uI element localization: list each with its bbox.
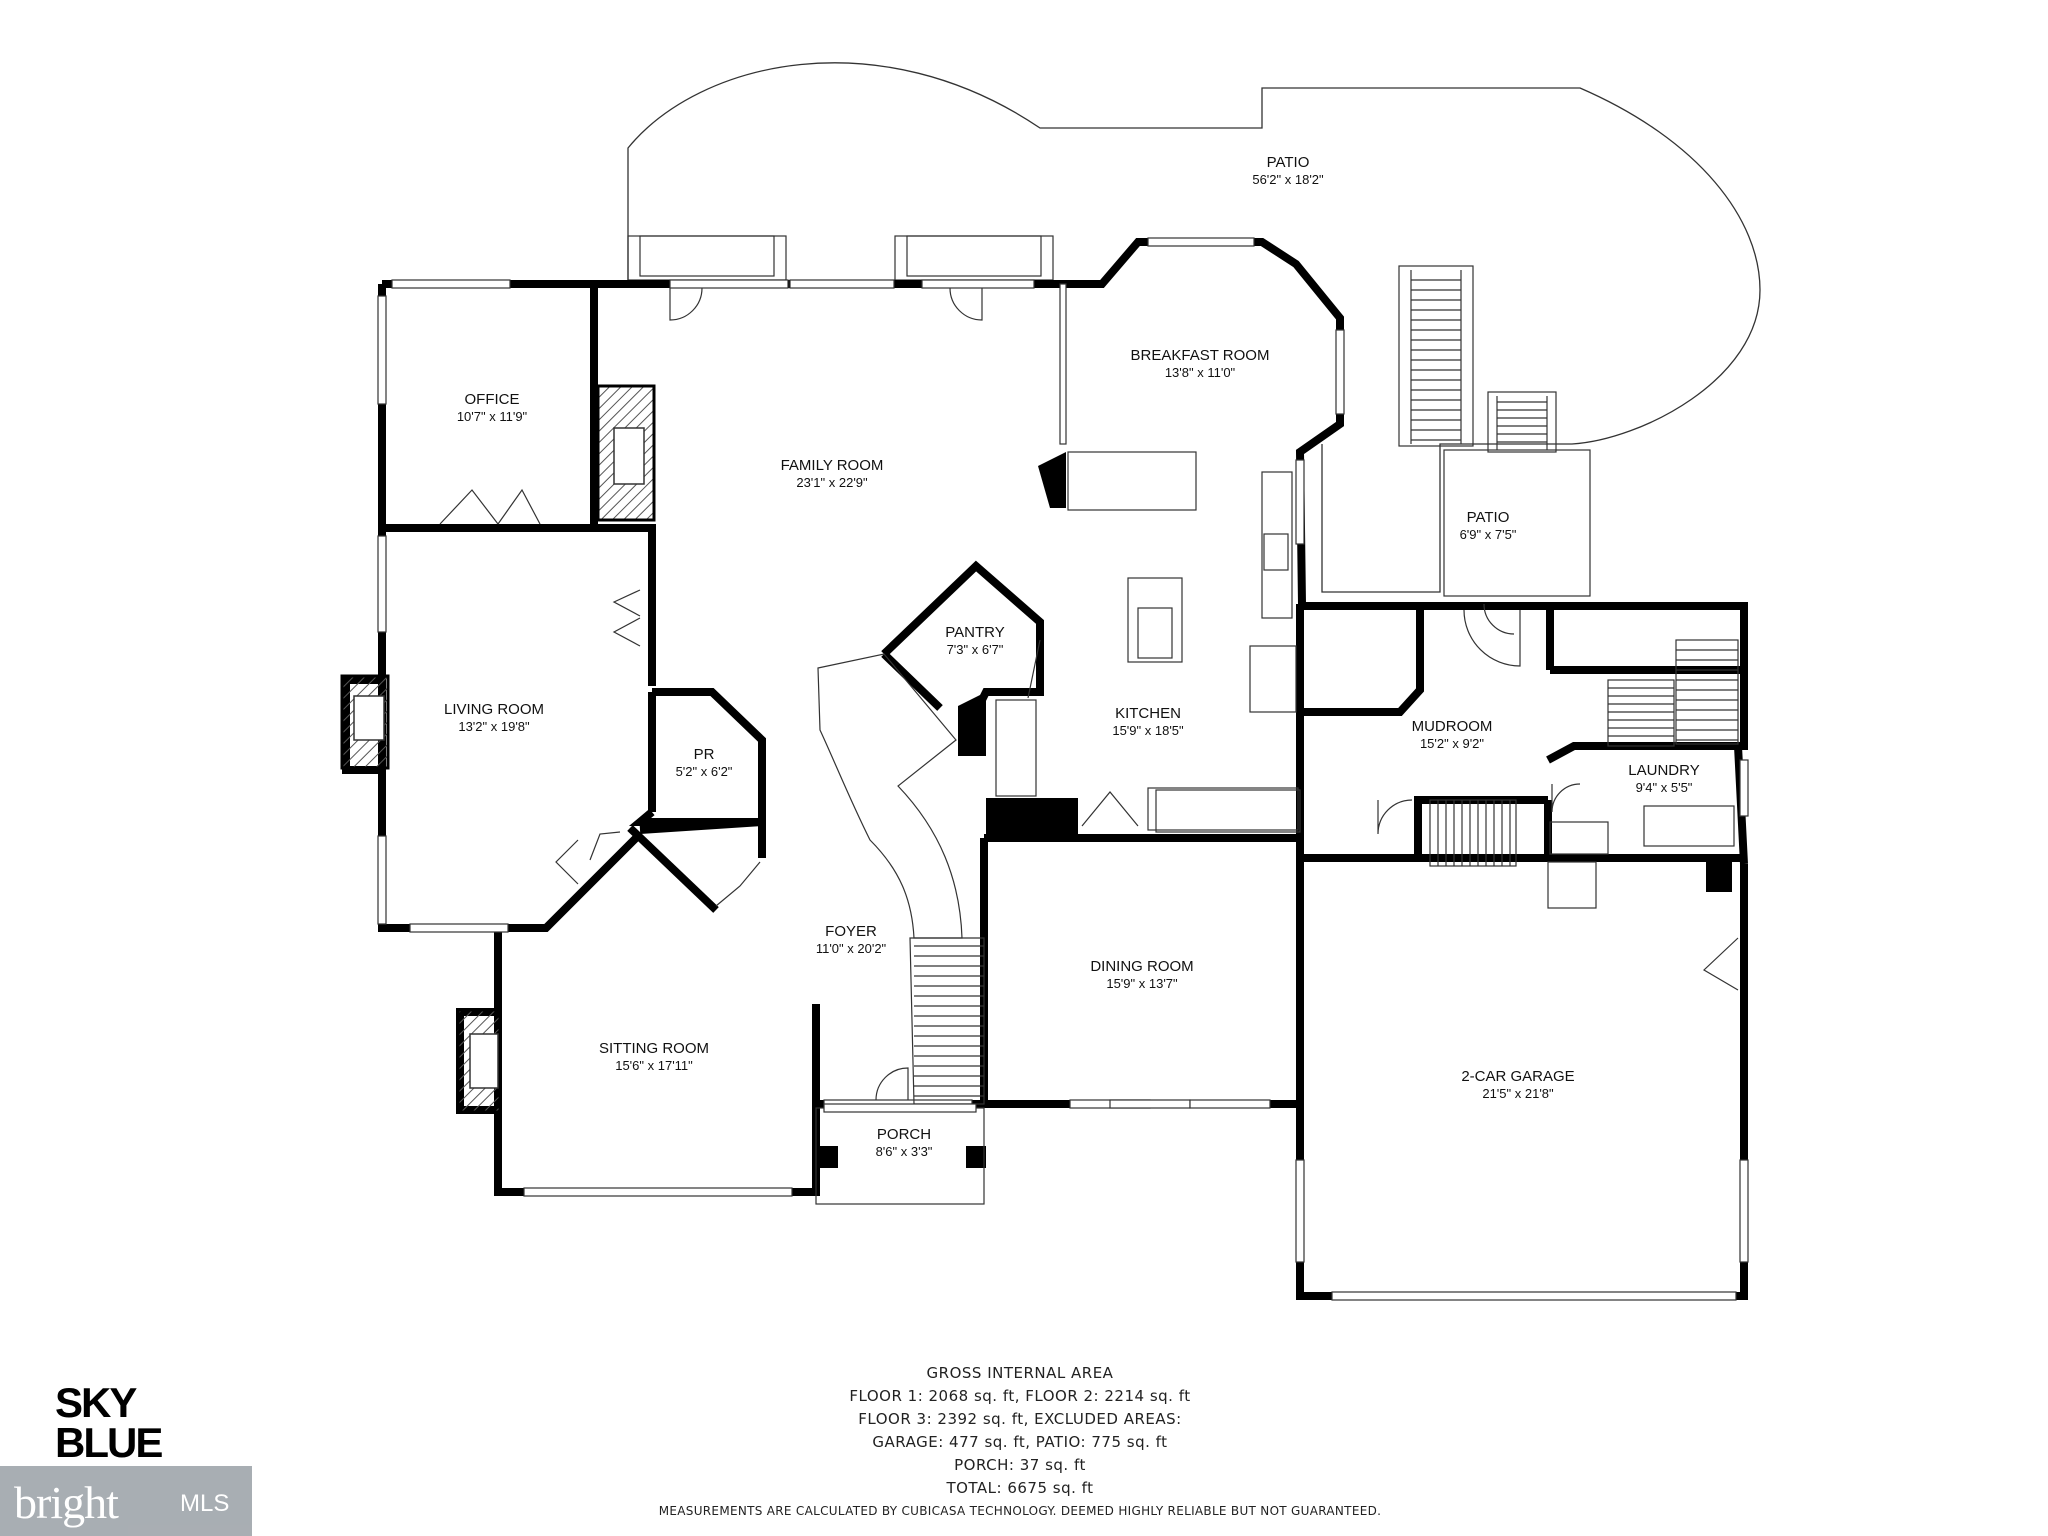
wall-blocks bbox=[818, 452, 1732, 1168]
logo-line-1: SKY bbox=[55, 1379, 137, 1426]
area-line: FLOOR 3: 2392 sq. ft, EXCLUDED AREAS: bbox=[858, 1410, 1182, 1428]
room-name-porch: PORCH bbox=[877, 1126, 931, 1143]
room-name-sitting: SITTING ROOM bbox=[599, 1040, 709, 1057]
room-dim-sitting: 15'6" x 17'11" bbox=[615, 1058, 693, 1073]
room-dim-office: 10'7" x 11'9" bbox=[457, 409, 528, 424]
porch-window bbox=[823, 1103, 977, 1113]
room-name-living: LIVING ROOM bbox=[444, 701, 544, 718]
sky-blue-logo: SKY BLUE bbox=[55, 1379, 163, 1466]
bright-text: bright bbox=[14, 1477, 119, 1528]
room-name-pr: PR bbox=[694, 746, 715, 763]
room-name-patio: PATIO bbox=[1267, 154, 1310, 171]
room-name-kitchen: KITCHEN bbox=[1115, 705, 1181, 722]
room-dim-pantry: 7'3" x 6'7" bbox=[947, 642, 1004, 657]
room-name-mudroom: MUDROOM bbox=[1412, 718, 1493, 735]
room-name-family: FAMILY ROOM bbox=[781, 457, 884, 474]
foyer-stairs bbox=[817, 653, 985, 1105]
room-dim-pr: 5'2" x 6'2" bbox=[676, 764, 733, 779]
room-name-pantry: PANTRY bbox=[945, 624, 1004, 641]
area-summary: GROSS INTERNAL AREA FLOOR 1: 2068 sq. ft… bbox=[520, 1362, 1520, 1520]
room-labels: PATIO 56'2" x 18'2" BREAKFAST ROOM 13'8"… bbox=[444, 154, 1700, 1159]
mls-text: MLS bbox=[180, 1490, 230, 1517]
room-name-patio-small: PATIO bbox=[1467, 509, 1510, 526]
room-name-laundry: LAUNDRY bbox=[1628, 762, 1699, 779]
area-line: GROSS INTERNAL AREA bbox=[926, 1364, 1114, 1382]
logo-line-2: BLUE bbox=[55, 1419, 163, 1466]
room-dim-dining: 15'9" x 13'7" bbox=[1106, 976, 1178, 991]
walls bbox=[342, 238, 1748, 1300]
bay-windows-top bbox=[627, 235, 1054, 281]
area-line: FLOOR 1: 2068 sq. ft, FLOOR 2: 2214 sq. … bbox=[849, 1387, 1191, 1405]
small-patio-outline bbox=[1443, 449, 1591, 597]
room-dim-family: 23'1" x 22'9" bbox=[796, 475, 868, 490]
room-dim-laundry: 9'4" x 5'5" bbox=[1636, 780, 1693, 795]
room-dim-porch: 8'6" x 3'3" bbox=[876, 1144, 933, 1159]
area-line: TOTAL: 6675 sq. ft bbox=[946, 1479, 1094, 1497]
doors bbox=[439, 287, 1739, 1101]
patio-stairs-right bbox=[1487, 391, 1557, 453]
room-dim-garage: 21'5" x 21'8" bbox=[1482, 1086, 1554, 1101]
windows bbox=[377, 237, 1749, 1301]
room-name-breakfast: BREAKFAST ROOM bbox=[1131, 347, 1270, 364]
room-dim-mudroom: 15'2" x 9'2" bbox=[1420, 736, 1484, 751]
disclaimer: MEASUREMENTS ARE CALCULATED BY CUBICASA … bbox=[658, 1504, 1382, 1518]
room-name-foyer: FOYER bbox=[825, 923, 877, 940]
bright-mls-logo: bright MLS bbox=[0, 1466, 252, 1536]
mudroom-stairs bbox=[1429, 639, 1739, 867]
room-dim-kitchen: 15'9" x 18'5" bbox=[1112, 723, 1184, 738]
kitchen-fixtures bbox=[995, 451, 1735, 909]
patio-outline bbox=[627, 62, 1761, 593]
room-name-garage: 2-CAR GARAGE bbox=[1461, 1068, 1574, 1085]
room-name-dining: DINING ROOM bbox=[1090, 958, 1193, 975]
room-dim-patio-small: 6'9" x 7'5" bbox=[1460, 527, 1517, 542]
area-line: GARAGE: 477 sq. ft, PATIO: 775 sq. ft bbox=[872, 1433, 1168, 1451]
room-dim-living: 13'2" x 19'8" bbox=[458, 719, 530, 734]
room-name-office: OFFICE bbox=[465, 391, 520, 408]
room-dim-breakfast: 13'8" x 11'0" bbox=[1165, 365, 1236, 380]
room-dim-patio: 56'2" x 18'2" bbox=[1252, 172, 1324, 187]
patio-stairs-left bbox=[1398, 265, 1474, 447]
fireplaces bbox=[340, 384, 656, 1114]
area-line: PORCH: 37 sq. ft bbox=[954, 1456, 1086, 1474]
room-dim-foyer: 11'0" x 20'2" bbox=[816, 941, 887, 956]
